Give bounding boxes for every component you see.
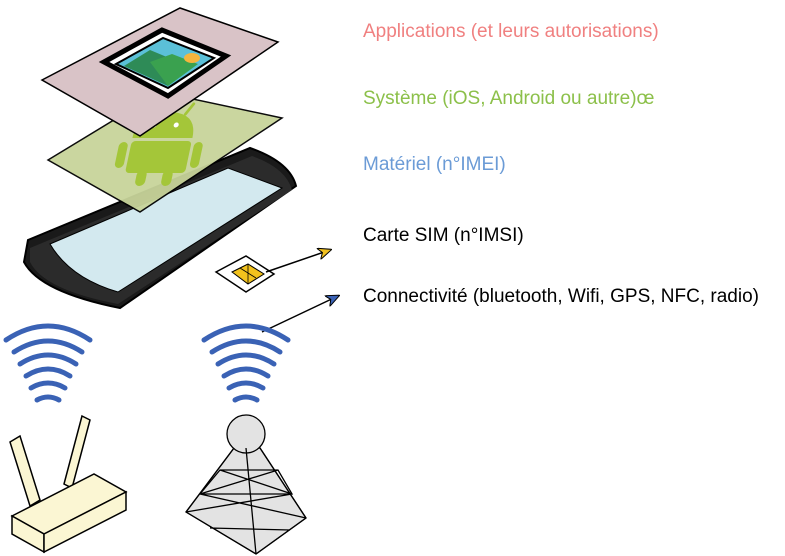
sim-card-icon: [214, 255, 276, 293]
tower-icon: [185, 414, 307, 555]
picture-icon: [98, 27, 232, 99]
phone-screen: [49, 167, 284, 293]
applications-layer: [40, 7, 280, 137]
applications-label: Applications (et leurs autorisations): [363, 21, 659, 42]
system-label: Système (iOS, Android ou autre)œ: [363, 88, 655, 109]
sim-label: Carte SIM (n°IMSI): [363, 225, 524, 246]
hardware-label: Matériel (n°IMEI): [363, 154, 506, 175]
connectivity-arrow: [261, 296, 338, 333]
wifi-waves-icon: [3, 323, 93, 403]
phone-icon: [22, 146, 298, 310]
sim-arrow: [265, 250, 330, 273]
radio-waves-icon: [201, 323, 291, 403]
router-icon: [9, 414, 128, 554]
connectivity-label: Connectivité (bluetooth, Wifi, GPS, NFC,…: [363, 286, 759, 307]
